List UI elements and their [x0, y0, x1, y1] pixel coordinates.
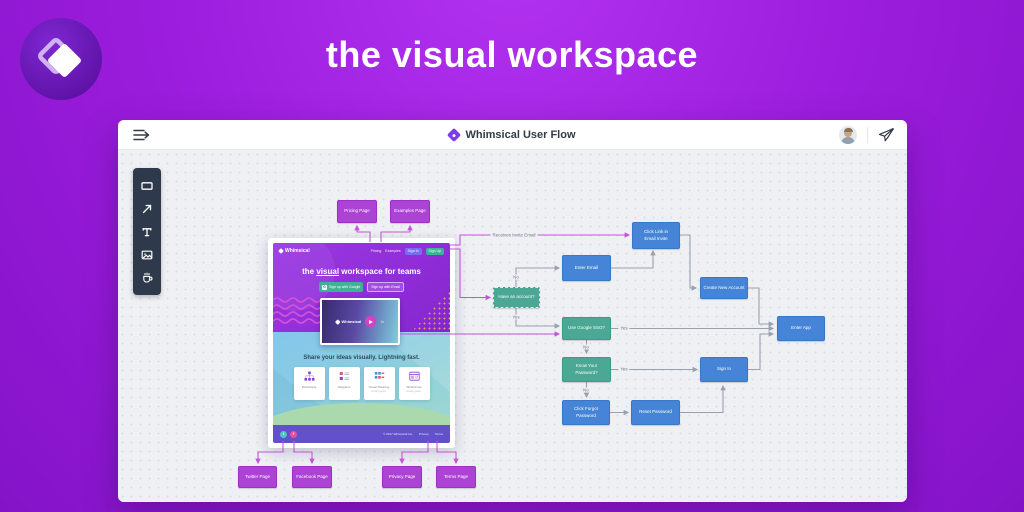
flow-node-click-link[interactable]: Click Link in Email Invite	[632, 222, 680, 249]
share-icon[interactable]	[878, 127, 895, 143]
website-content: Whimsical Pricing Examples Sign In Sign …	[273, 243, 450, 443]
site-brand-icon	[278, 248, 284, 254]
website-screenshot[interactable]: Whimsical Pricing Examples Sign In Sign …	[268, 238, 455, 448]
flow-node-use-sso[interactable]: Use Google SSO?	[562, 317, 611, 340]
site-video-player: Whimsical 1x	[320, 298, 400, 345]
whimsical-logo	[20, 18, 102, 100]
site-nav: Whimsical Pricing Examples Sign In Sign …	[273, 243, 450, 259]
site-nav-pricing: Pricing	[370, 249, 382, 253]
feature-card-diagrams: Diagrams	[328, 367, 360, 400]
site-footer-privacy: Privacy	[418, 432, 429, 436]
shape-tool-icon[interactable]	[139, 178, 155, 194]
feature-card-flowcharts: Flowcharts	[293, 367, 325, 400]
flow-node-enter-email[interactable]: Enter Email	[562, 255, 611, 281]
site-signin-button: Sign In	[404, 247, 422, 255]
flow-node-reset-password[interactable]: Reset Password	[631, 400, 680, 425]
document-icon	[447, 127, 462, 143]
site-copyright: © 2017 Whimsical Inc.	[383, 432, 413, 436]
flow-node-terms-page[interactable]: Terms Page	[436, 466, 476, 488]
site-headline: the visual workspace for teams	[302, 267, 421, 276]
site-feature-cards: Flowcharts Di	[273, 367, 450, 400]
flow-node-create-account[interactable]: Create New Account	[700, 277, 748, 299]
feature-card-visual-planning: Visual Planning coming soon	[363, 367, 395, 400]
flow-node-enter-app[interactable]: Enter App	[777, 316, 825, 341]
video-speed: 1x	[380, 319, 384, 324]
site-signup-button: Sign Up	[425, 247, 444, 255]
document-title: Whimsical User Flow	[118, 120, 907, 150]
toolbar	[133, 168, 161, 295]
flow-node-have-account[interactable]: Have an account?	[493, 287, 540, 308]
edge-label-have-yes[interactable]: Yes	[510, 314, 522, 320]
site-footer-terms: Terms	[434, 432, 443, 436]
edge-label-sso-yes[interactable]: Yes	[618, 325, 630, 331]
text-tool-icon[interactable]	[139, 224, 155, 240]
twitter-icon: t	[280, 430, 287, 438]
site-brand: Whimsical	[278, 248, 310, 254]
feature-card-wireframes: Wireframes coming soon	[398, 367, 430, 400]
coffee-tool-icon[interactable]	[139, 270, 155, 286]
flow-node-examples-page[interactable]: Examples Page	[390, 200, 430, 223]
site-footer: t f © 2017 Whimsical Inc. Privacy Terms	[273, 425, 450, 443]
header-divider	[867, 127, 868, 143]
page-title: the visual workspace	[325, 34, 699, 75]
flow-node-know-password[interactable]: Know Your Password?	[562, 357, 611, 382]
site-nav-examples: Examples	[385, 249, 401, 253]
site-tagline: Share your ideas visually. Lightning fas…	[303, 355, 420, 361]
wireframes-icon	[408, 371, 420, 381]
diagrams-icon	[339, 372, 349, 380]
facebook-icon: f	[290, 430, 297, 438]
app-header: Whimsical User Flow	[118, 120, 907, 150]
flow-node-forgot-password[interactable]: Click Forgot Password	[562, 400, 610, 425]
flow-node-sign-in[interactable]: Sign In	[700, 357, 748, 382]
flow-node-facebook-page[interactable]: Facebook Page	[292, 466, 332, 488]
edge-label-pwd-no[interactable]: No	[581, 387, 591, 393]
visual-planning-icon	[374, 372, 384, 379]
hill-decoration	[273, 403, 450, 429]
dots-decoration	[412, 291, 450, 331]
site-cta-email: Sign up with Email	[367, 282, 405, 292]
user-avatar[interactable]	[839, 126, 857, 144]
app-window: Whimsical User Flow	[118, 120, 907, 502]
diagram-canvas[interactable]: Pricing Page Examples Page Click Link in…	[118, 150, 907, 502]
flowchart-icon	[304, 371, 314, 381]
image-tool-icon[interactable]	[139, 247, 155, 263]
edge-label-have-no[interactable]: No	[511, 274, 521, 280]
wave-decoration	[273, 297, 322, 324]
whimsical-diamonds-icon	[38, 38, 81, 77]
flow-node-twitter-page[interactable]: Twitter Page	[238, 466, 277, 488]
google-icon: G	[321, 284, 327, 290]
edge-label-pwd-yes[interactable]: Yes	[618, 366, 630, 372]
flow-node-pricing-page[interactable]: Pricing Page	[337, 200, 377, 223]
video-brand: Whimsical	[335, 319, 361, 324]
arrow-tool-icon[interactable]	[139, 201, 155, 217]
menu-icon[interactable]	[132, 127, 152, 143]
edge-label-invite[interactable]: Receives Invite Email	[490, 232, 538, 238]
edge-label-sso-no[interactable]: No	[581, 344, 591, 350]
play-icon	[365, 316, 377, 327]
flow-node-privacy-page[interactable]: Privacy Page	[382, 466, 422, 488]
document-title-text: Whimsical User Flow	[465, 129, 576, 141]
